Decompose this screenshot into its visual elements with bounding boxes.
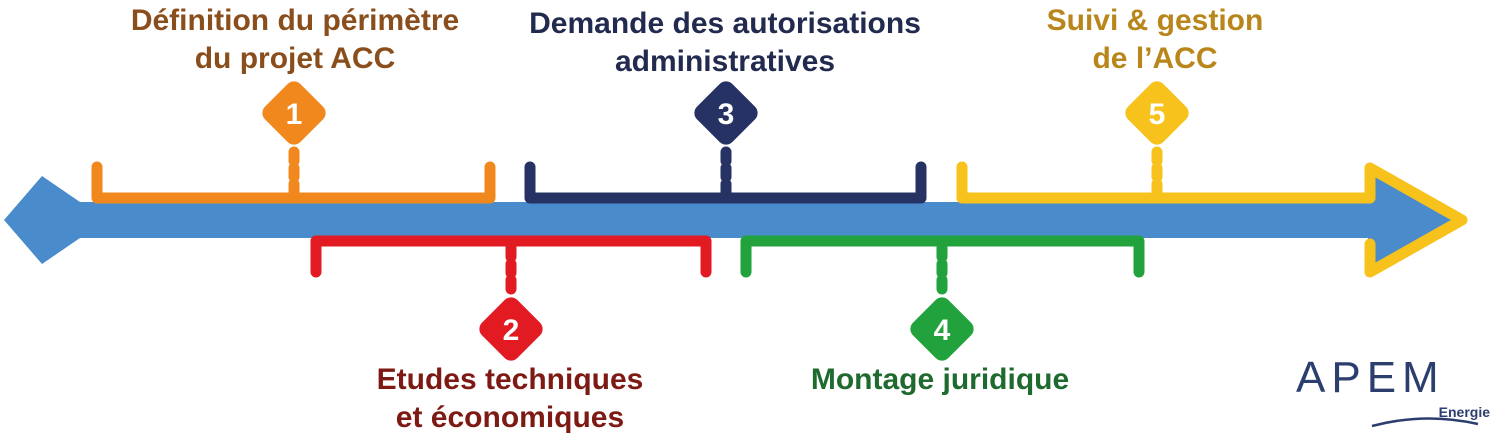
logo-brand: APEM (1296, 353, 1445, 402)
step-5-badge: 5 (1125, 81, 1189, 145)
step-2-title-line2: et économiques (395, 401, 625, 434)
step-2-label: Etudes techniques et économiques (290, 361, 730, 437)
phase-5-bracket (956, 146, 1468, 278)
phase-3-bracket (524, 146, 927, 204)
step-4-title-line1: Montage juridique (810, 363, 1070, 396)
step-5-label: Suivi & gestion de l’ACC (1000, 2, 1310, 78)
step-2-number: 2 (503, 314, 520, 347)
step-4-label: Montage juridique (740, 361, 1140, 399)
phase-1-bracket (91, 146, 496, 204)
step-1-badge: 1 (262, 81, 326, 145)
step-4-number: 4 (934, 314, 951, 347)
step-3-badge: 3 (694, 81, 758, 145)
step-4-badge: 4 (910, 297, 974, 361)
step-3-number: 3 (718, 98, 735, 131)
step-1-title-line1: Définition du périmètre (130, 4, 460, 37)
phase-4-bracket (740, 235, 1145, 298)
step-1-number: 1 (286, 98, 303, 131)
step-2-badge: 2 (479, 297, 543, 361)
phase-2-bracket (310, 235, 712, 298)
step-1-title-line2: du projet ACC (194, 42, 396, 75)
timeline-arrow (4, 170, 1462, 270)
step-3-title-line1: Demande des autorisations (529, 7, 921, 40)
step-3-label: Demande des autorisations administrative… (470, 5, 980, 81)
step-2-title-line1: Etudes techniques (376, 363, 644, 396)
step-5-title-line1: Suivi & gestion (1046, 4, 1264, 37)
step-5-title-line2: de l’ACC (1092, 42, 1218, 75)
apem-logo: APEM Energie (1290, 352, 1500, 432)
step-1-label: Définition du périmètre du projet ACC (70, 2, 520, 78)
logo-swoosh-icon (1371, 417, 1479, 428)
step-3-title-line2: administratives (614, 45, 836, 78)
logo-subtitle: Energie (1438, 404, 1490, 420)
step-5-number: 5 (1149, 98, 1166, 131)
